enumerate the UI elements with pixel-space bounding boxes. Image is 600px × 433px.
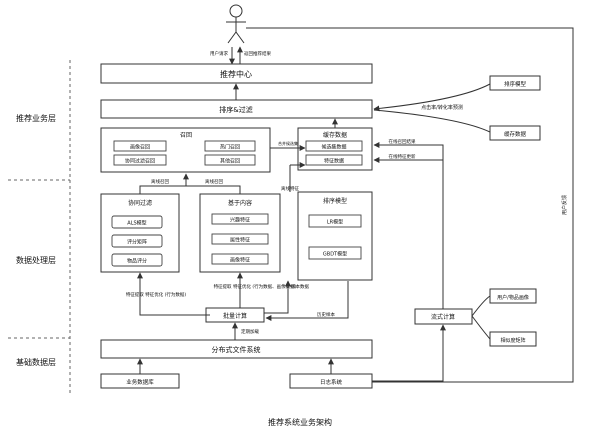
edge-batch-to-rank [264, 280, 291, 314]
content-item-portrait-label: 画像特征 [230, 257, 250, 264]
cf-item-matrix [111, 234, 163, 248]
label-online-recall: 在线召回结果 [389, 138, 416, 145]
label-sample: 样本数据 [291, 283, 309, 290]
content-item-interest [211, 213, 269, 225]
layer-label-data: 数据处理层 [16, 255, 56, 265]
right-rank-model-title: 排序模型 [504, 80, 527, 88]
diagram-caption: 推荐系统业务架构 [268, 417, 332, 427]
layer-label-business: 推荐业务层 [16, 113, 56, 123]
recall-item-hot-label: 热门召回 [220, 144, 240, 151]
right-rank-model-box [489, 75, 541, 91]
log-system-title: 日志系统 [320, 378, 343, 386]
recall-item-other-label: 其他召回 [220, 158, 240, 165]
cf-title: 协同过滤 [128, 199, 152, 207]
recall-item-cf-label: 协同过滤召回 [125, 158, 155, 165]
content-item-attribute [211, 233, 269, 245]
label-content-recall: 离线召回 [205, 178, 223, 185]
recommend-center-title: 推荐中心 [220, 69, 252, 79]
edge-user-feedback [246, 27, 574, 385]
label-return-result: 返回推荐结果 [244, 50, 271, 57]
edge-stream-to-candidates [373, 142, 444, 309]
rank-filter-title: 排序&过滤 [219, 105, 252, 114]
cache-item-candidates-label: 候选集数据 [321, 144, 346, 151]
label-history-sample: 历史样本 [317, 311, 335, 318]
biz-db-title: 业务数据库 [126, 378, 154, 386]
batch-title: 批量计算 [223, 312, 247, 320]
cache-title: 缓存数据 [323, 131, 347, 139]
edge-batch-to-cf [137, 272, 210, 316]
label-user-feedback: 用户反馈 [561, 195, 568, 215]
edge-cf-to-recall [139, 173, 189, 194]
recall-item-cf [113, 154, 167, 166]
label-merge: 合并候选集 [278, 140, 298, 146]
edge-content-to-recall [186, 185, 241, 194]
recall-item-portrait-label: 画像召回 [130, 144, 150, 151]
cf-item-als [111, 215, 163, 229]
label-timing: 定期加载 [241, 328, 259, 335]
edge-log-to-stream [372, 324, 446, 382]
edge-right-cache-to-rank [373, 109, 491, 133]
stream-title: 流式计算 [431, 313, 455, 321]
recall-item-hot [204, 140, 256, 152]
label-cf-recall: 离线召回 [151, 178, 169, 185]
label-user-request: 用户请求 [210, 50, 228, 57]
content-title: 基于内容 [228, 199, 252, 207]
cache-item-features-label: 特征数据 [324, 158, 344, 165]
dfs-title: 分布式文件系统 [212, 345, 261, 354]
rank-model-item-gbdt [308, 246, 362, 260]
edge-stream-to-similarity [471, 315, 491, 340]
rank-model-item-gbdt-label: GBDT模型 [323, 251, 347, 258]
edge-right-model-to-rank [373, 83, 491, 112]
rank-model-title: 排序模型 [323, 197, 347, 205]
similarity-title: 相似度矩阵 [500, 337, 525, 344]
label-ctr: 点击率/转化率预测 [421, 104, 463, 111]
recall-item-portrait [113, 140, 167, 152]
edge-stream-to-user-item [471, 295, 491, 317]
cf-item-score-label: 物品评分 [127, 258, 147, 265]
cache-item-candidates [305, 140, 363, 152]
right-cache-title: 缓存数据 [504, 130, 527, 138]
content-item-interest-label: 兴趣特征 [230, 217, 250, 224]
rank-filter-box [100, 99, 373, 119]
user-icon [226, 4, 246, 44]
rank-model-item-lr [308, 214, 362, 228]
label-online-feature: 在线特征更新 [389, 153, 416, 160]
cache-item-features [305, 154, 363, 166]
rank-model-item-lr-label: LR模型 [327, 219, 343, 226]
recall-item-other [204, 154, 256, 166]
label-cf-feature: 特征提取 特征优化 (行为数据) [126, 291, 187, 298]
label-features: 特征提取 特征优化 (行为数据、画像数据) [214, 283, 297, 290]
content-item-portrait [211, 253, 269, 265]
cf-item-matrix-label: 评分矩阵 [127, 239, 147, 246]
dfs-box [100, 339, 373, 359]
rank-model-box [297, 191, 373, 281]
recommend-center-box [100, 63, 373, 84]
label-rank-feature: 离线特征 [281, 185, 299, 192]
user-item-title: 用户/物品画像 [497, 294, 529, 301]
recall-title: 召回 [180, 132, 192, 139]
edge-history-sample [265, 281, 349, 321]
content-item-attribute-label: 属性特征 [230, 237, 250, 244]
layer-label-base: 基础数据层 [16, 357, 56, 367]
cf-item-als-label: ALS模型 [127, 220, 146, 227]
cf-item-score [111, 253, 163, 267]
right-cache-box [489, 125, 541, 141]
